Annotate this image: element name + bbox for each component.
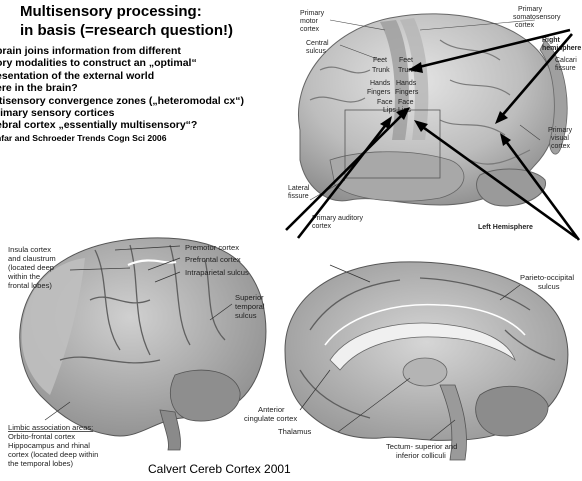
label-primary-somatosensory: Primary bbox=[518, 6, 543, 13]
label-trunk: Trunk bbox=[372, 67, 390, 74]
svg-text:somatosensory: somatosensory bbox=[513, 14, 561, 21]
label-left-hemisphere: Left Hemisphere bbox=[478, 224, 533, 231]
label-right-hemisphere: Right bbox=[542, 37, 561, 44]
label-anterior-cingulate: Anterior bbox=[258, 405, 285, 414]
svg-text:cortex (located deep within: cortex (located deep within bbox=[8, 450, 98, 459]
svg-text:cingulate cortex: cingulate cortex bbox=[244, 414, 297, 423]
label-tectum: Tectum- superior and bbox=[386, 442, 457, 451]
svg-text:cortex: cortex bbox=[312, 223, 332, 230]
svg-text:frontal lobes): frontal lobes) bbox=[8, 281, 52, 290]
label-thalamus: Thalamus bbox=[278, 427, 312, 436]
label-primary-visual: Primary bbox=[548, 127, 573, 134]
label-parieto-occipital: Parieto-occipital bbox=[520, 273, 574, 282]
label-face: Face bbox=[377, 99, 393, 106]
citation: Calvert Cereb Cortex 2001 bbox=[148, 462, 291, 476]
label-feet: Feet bbox=[373, 57, 387, 64]
label-insula: Insula cortex bbox=[8, 245, 51, 254]
label-intraparietal: Intraparietal sulcus bbox=[185, 268, 249, 277]
label-premotor: Premotor cortex bbox=[185, 243, 239, 252]
svg-text:sulcus: sulcus bbox=[235, 311, 257, 320]
svg-text:fissure: fissure bbox=[555, 65, 576, 72]
label-lateral-fissure: Lateral bbox=[288, 185, 310, 192]
svg-text:cortex: cortex bbox=[300, 26, 320, 33]
svg-text:sulcus: sulcus bbox=[538, 282, 560, 291]
svg-text:Fingers: Fingers bbox=[395, 89, 419, 96]
svg-text:Hands: Hands bbox=[396, 80, 417, 87]
label-primary-auditory: Primary auditory bbox=[312, 215, 363, 222]
svg-text:temporal: temporal bbox=[235, 302, 265, 311]
medial-brain-diagram: Parieto-occipital sulcus Anterior cingul… bbox=[244, 262, 574, 460]
svg-text:the temporal lobes): the temporal lobes) bbox=[8, 459, 73, 468]
svg-text:(located deep: (located deep bbox=[8, 263, 54, 272]
label-hands: Hands bbox=[370, 80, 391, 87]
lateral-brain-diagram: Insula cortex and claustrum (located dee… bbox=[7, 238, 266, 468]
svg-text:cortex: cortex bbox=[551, 143, 571, 150]
svg-text:sulcus: sulcus bbox=[306, 48, 326, 55]
label-prefrontal: Prefrontal cortex bbox=[185, 255, 241, 264]
label-superior-temporal: Superior bbox=[235, 293, 264, 302]
top-brain-diagram: Primary motor cortex Central sulcus Prim… bbox=[288, 6, 581, 231]
svg-text:fissure: fissure bbox=[288, 193, 309, 200]
label-limbic-title: Limbic association areas: bbox=[8, 423, 93, 432]
label-fingers: Fingers bbox=[367, 89, 391, 96]
svg-text:within the: within the bbox=[7, 272, 40, 281]
svg-text:visual: visual bbox=[551, 135, 569, 142]
svg-text:Face: Face bbox=[398, 99, 414, 106]
svg-text:motor: motor bbox=[300, 18, 319, 25]
svg-text:Hippocampus and rhinal: Hippocampus and rhinal bbox=[8, 441, 90, 450]
label-lips: Lips bbox=[383, 107, 396, 114]
svg-text:Feet: Feet bbox=[399, 57, 413, 64]
label-primary-motor: Primary bbox=[300, 10, 325, 17]
svg-text:inferior colliculi: inferior colliculi bbox=[396, 451, 446, 460]
svg-text:and claustrum: and claustrum bbox=[8, 254, 56, 263]
label-limbic-body: Orbito-frontal cortex bbox=[8, 432, 75, 441]
svg-text:cortex: cortex bbox=[515, 22, 535, 29]
label-calcarine: Calcari bbox=[555, 57, 577, 64]
label-central-sulcus: Central bbox=[306, 40, 329, 47]
